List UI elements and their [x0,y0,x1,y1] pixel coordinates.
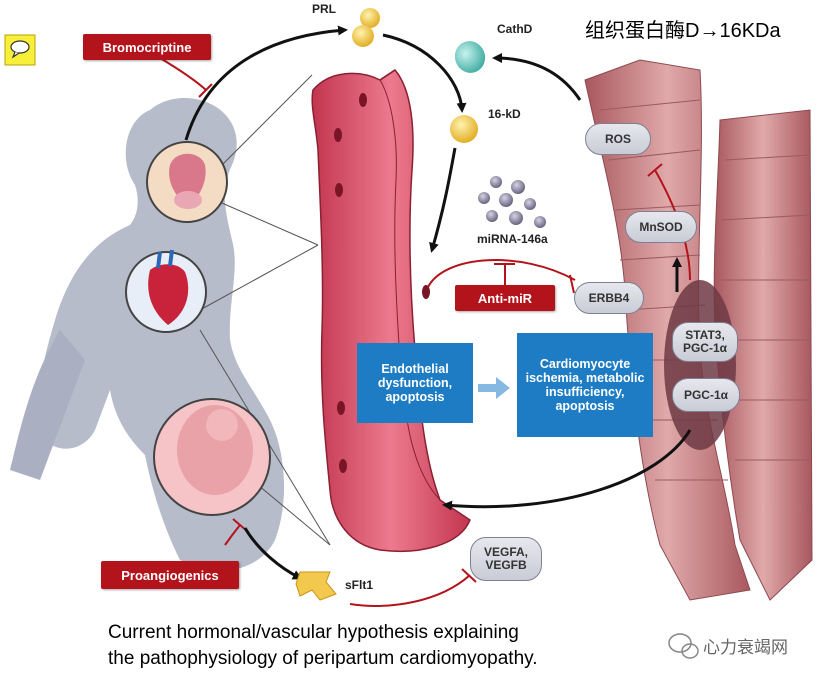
mnsod-pill: MnSOD [625,211,697,243]
heart-circle [125,249,207,333]
watermark-text: 心力衰竭网 [703,638,788,657]
caption-line-2: the pathophysiology of peripartum cardio… [108,648,538,669]
anti-mir-box: Anti-miR [455,285,555,311]
stat3-pill: STAT3, PGC-1α [672,322,738,362]
ros-pill: ROS [585,123,651,155]
sflt1-molecule [295,571,337,601]
mirna-label: miRNA-146a [477,232,548,246]
16kd-label: 16-kD [488,107,521,121]
cathd-label: CathD [497,22,533,36]
blood-vessel [311,69,471,552]
header-text: 组织蛋白酶D→16KDa [585,20,781,42]
mirna-cluster [478,176,546,228]
sflt1-label: sFlt1 [345,578,374,592]
fetus-circle [153,398,271,516]
16kd-molecule [450,115,478,143]
cardiomyocyte-box: Cardiomyocyte ischemia, metabolic insuff… [517,333,653,437]
wechat-icon [668,633,699,659]
pgc1a-pill: PGC-1α [672,378,740,412]
proangiogenics-box: Proangiogenics [101,561,239,589]
cathd-molecule [454,41,486,73]
caption-line-1: Current hormonal/vascular hypothesis exp… [108,622,519,643]
comment-icon[interactable] [4,34,36,66]
erbb4-pill: ERBB4 [574,282,644,314]
process-arrow [478,377,510,399]
bromocriptine-box: Bromocriptine [83,34,211,60]
pathway-arrows [184,25,692,580]
endothelial-box: Endothelial dysfunction, apoptosis [357,343,473,423]
vegf-pill: VEGFA, VEGFB [470,537,542,581]
prl-label: PRL [312,2,336,16]
prl-molecule [352,8,380,47]
pituitary-circle [146,141,228,223]
